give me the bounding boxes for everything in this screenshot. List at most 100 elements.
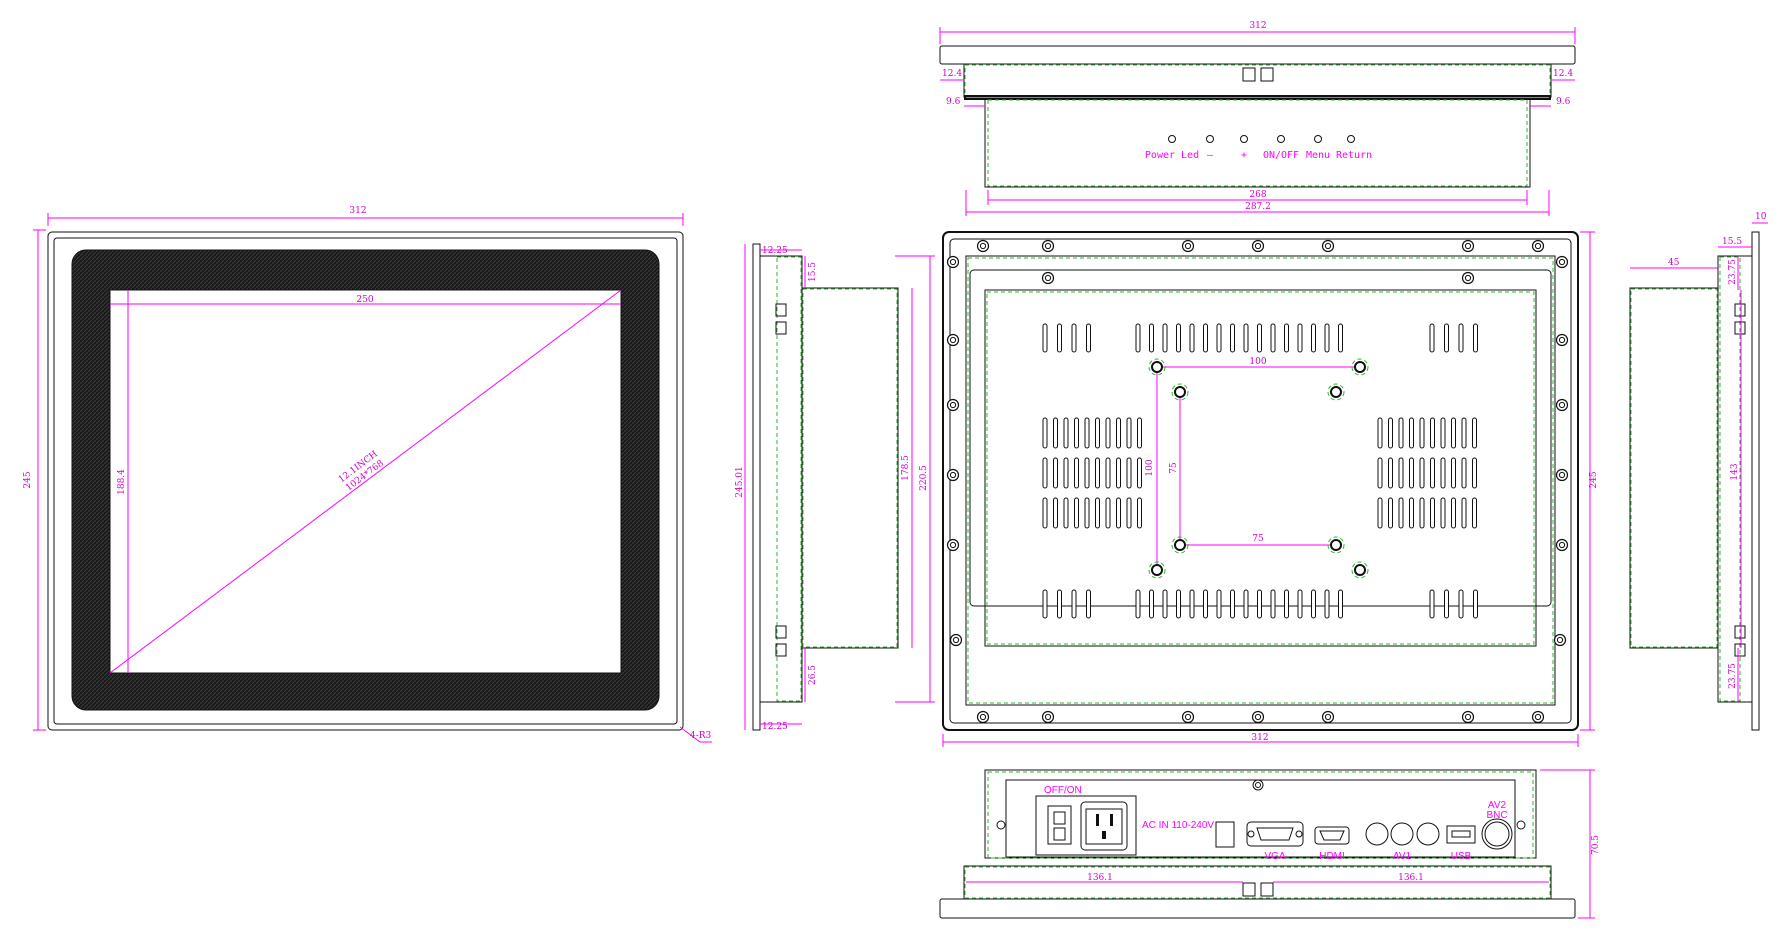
- vent-slot: [1063, 497, 1069, 529]
- vent-slot: [1084, 417, 1090, 449]
- vent-slot: [1074, 497, 1079, 529]
- vent-slot: [1451, 417, 1456, 449]
- vent-slot: [1440, 417, 1446, 449]
- vesa-75-height: 75: [1169, 462, 1179, 474]
- right-side-143-label: 143: [1730, 463, 1740, 480]
- vent-slot: [1053, 497, 1058, 529]
- vent-slot: [1270, 589, 1276, 619]
- vent-slot: [1440, 497, 1446, 529]
- bottom-right-dim: 136.1: [1398, 873, 1424, 883]
- vent-slot: [1451, 457, 1456, 489]
- screw-icon: [946, 255, 960, 269]
- vent-slot: [1388, 497, 1393, 529]
- vent-slot: [1429, 589, 1435, 619]
- ac-input-label: AC IN 110-240V: [1142, 820, 1214, 831]
- vent-slot: [1084, 497, 1090, 529]
- vent-slot: [1105, 457, 1111, 489]
- vent-slot: [1162, 589, 1168, 619]
- rear-height-label: 245: [1589, 471, 1599, 488]
- screw-icon: [1555, 333, 1569, 347]
- vent-slot: [1311, 589, 1316, 619]
- side-height-2-label: 178.5: [901, 455, 911, 481]
- vent-slot: [1071, 589, 1077, 619]
- screw-icon: [1531, 239, 1545, 253]
- screw-icon: [1461, 710, 1475, 724]
- vent-slot: [1042, 497, 1048, 529]
- vent-slot: [1451, 497, 1456, 529]
- side-height-total-label: 245.01: [735, 466, 745, 498]
- vent-slot: [1105, 497, 1111, 529]
- button-label-power-led: Power Led: [1145, 150, 1199, 161]
- front-width-label: 312: [349, 206, 366, 216]
- side-depth-label: 15.5: [808, 262, 818, 282]
- vent-slot: [1230, 323, 1235, 353]
- vesa-100-width: 100: [1249, 357, 1266, 367]
- top-mid-width-label: 287.2: [1245, 202, 1271, 212]
- vent-slot: [1473, 589, 1478, 619]
- vent-slot: [1126, 457, 1132, 489]
- vent-slot: [1398, 417, 1404, 449]
- vent-slot: [1377, 457, 1383, 489]
- vent-slot: [1057, 589, 1062, 619]
- right-side-23a-label: 23.75: [1728, 259, 1738, 285]
- button-label-plus: +: [1241, 150, 1247, 161]
- vent-slot: [1284, 323, 1289, 353]
- right-side-15-label: 15.5: [1722, 237, 1742, 247]
- button-label-on-off: ON/OFF: [1263, 150, 1299, 161]
- vent-slot: [1461, 417, 1467, 449]
- vent-slot: [1216, 323, 1222, 353]
- screw-icon: [946, 333, 960, 347]
- screw-icon: [976, 239, 990, 253]
- bnc-label: BNC: [1486, 810, 1507, 821]
- vent-slot: [1116, 417, 1121, 449]
- vent-slot: [1042, 323, 1048, 353]
- control-buttons: Power Led — + ON/OFF Menu Return: [1145, 135, 1372, 161]
- vent-slot: [1105, 417, 1111, 449]
- screw-icon: [949, 633, 963, 647]
- vent-slot: [1162, 323, 1168, 353]
- vent-slot: [1095, 457, 1100, 489]
- vent-slot: [1137, 457, 1142, 489]
- vent-slot: [1189, 589, 1195, 619]
- vent-slot: [1324, 323, 1330, 353]
- vent-slot: [1472, 497, 1477, 529]
- screw-icon: [1461, 271, 1475, 285]
- vent-slot: [1419, 497, 1425, 529]
- screw-icon: [1553, 633, 1567, 647]
- vent-slot: [1398, 497, 1404, 529]
- vent-slot: [1189, 323, 1195, 353]
- vent-slot: [1440, 457, 1446, 489]
- vent-slot: [1297, 323, 1303, 353]
- screw-icon: [1555, 255, 1569, 269]
- screw-icon: [1181, 710, 1195, 724]
- vent-slot: [1409, 417, 1414, 449]
- top-inner-width-label: 268: [1249, 190, 1266, 200]
- vent-slot: [1377, 497, 1383, 529]
- screw-icon: [1041, 710, 1055, 724]
- side-bottom-depth-label: 12.25: [762, 722, 788, 732]
- vent-slot: [1074, 457, 1079, 489]
- vent-slot: [1338, 589, 1343, 619]
- front-height-label: 245: [23, 471, 33, 488]
- vent-slot: [1176, 323, 1181, 353]
- vent-slot: [1135, 589, 1141, 619]
- vent-slot: [1074, 417, 1079, 449]
- vent-slot: [1458, 589, 1464, 619]
- top-left-offset-1: 12.4: [942, 69, 962, 79]
- vent-slot: [1053, 457, 1058, 489]
- vent-slot: [1053, 417, 1058, 449]
- top-right-offset-1: 12.4: [1553, 69, 1573, 79]
- switch-label: OFF/ON: [1044, 785, 1082, 796]
- vent-slot: [1377, 417, 1383, 449]
- vent-slot: [1176, 589, 1181, 619]
- rear-view: 100 75 100 75 312 245: [942, 231, 1599, 747]
- bottom-view: OFF/ON AC IN 110-240V VGA HDMI AV1 USB A…: [939, 769, 1601, 919]
- screw-icon: [1321, 710, 1335, 724]
- screw-icon: [1555, 538, 1569, 552]
- vent-slot: [1137, 417, 1142, 449]
- rear-width-label: 312: [1251, 733, 1268, 743]
- vent-slot: [1257, 323, 1262, 353]
- vent-slot: [1086, 323, 1091, 353]
- vent-slot: [1126, 497, 1132, 529]
